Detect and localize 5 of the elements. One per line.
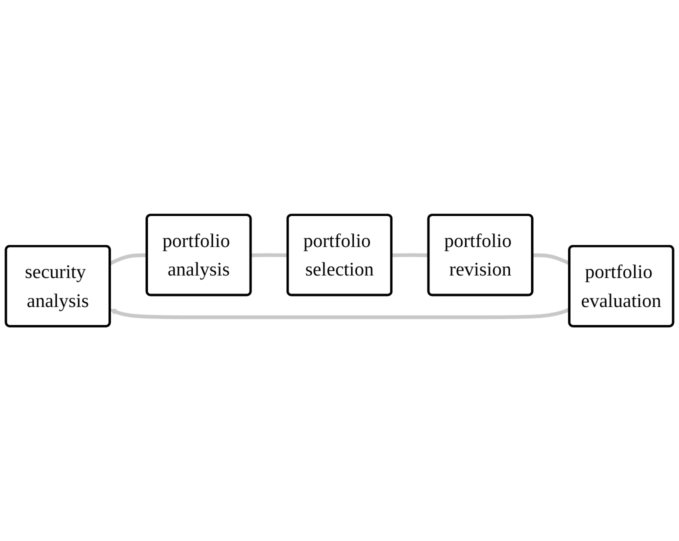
connector bbox=[109, 253, 148, 266]
connector bbox=[532, 253, 570, 266]
connector bbox=[392, 253, 429, 258]
connector bbox=[250, 253, 288, 258]
arrow bbox=[110, 308, 570, 320]
